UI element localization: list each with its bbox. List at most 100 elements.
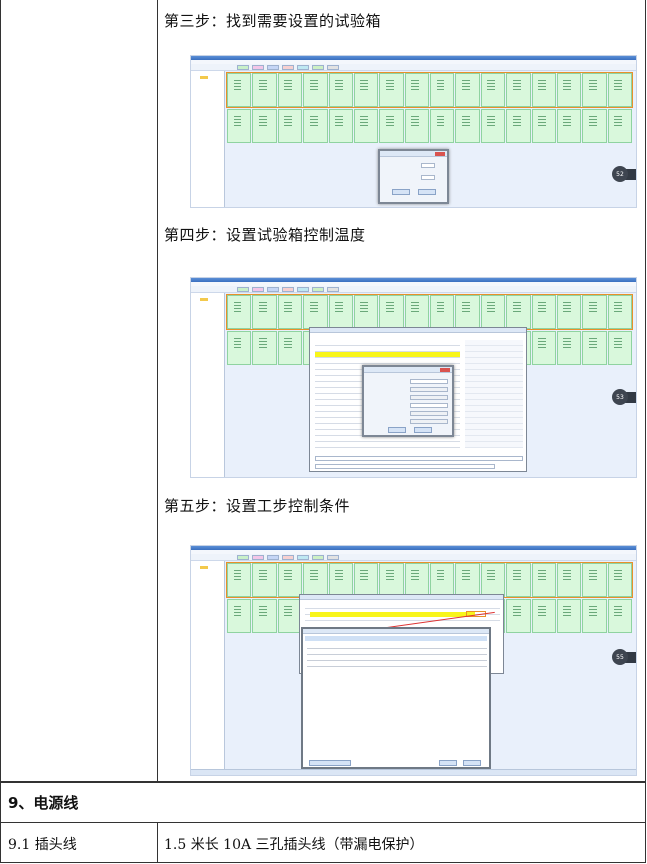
chamber-cell[interactable] — [227, 599, 252, 633]
chamber-cell[interactable] — [607, 109, 632, 143]
chamber-cell[interactable] — [277, 563, 303, 597]
chamber-cell[interactable] — [252, 73, 277, 107]
chamber-cell[interactable] — [430, 109, 455, 143]
chamber-cell[interactable] — [506, 109, 531, 143]
confirm-button[interactable] — [439, 760, 457, 766]
chamber-cell[interactable] — [379, 563, 404, 597]
toolbar-button[interactable] — [327, 555, 339, 560]
chamber-cell[interactable] — [531, 295, 556, 329]
chamber-cell[interactable] — [582, 599, 607, 633]
chamber-cell[interactable] — [404, 109, 429, 143]
chamber-cell[interactable] — [506, 599, 531, 633]
chamber-cell[interactable] — [556, 563, 582, 597]
chamber-cell[interactable] — [430, 295, 455, 329]
toolbar-button[interactable] — [282, 555, 294, 560]
chamber-cell[interactable] — [252, 599, 277, 633]
chamber-cell[interactable] — [252, 295, 277, 329]
chamber-cell[interactable] — [607, 73, 632, 107]
chamber-cell[interactable] — [556, 599, 582, 633]
toolbar-button[interactable] — [237, 65, 249, 70]
toolbar-button[interactable] — [282, 287, 294, 292]
chamber-cell[interactable] — [252, 331, 277, 365]
control-type-select[interactable] — [410, 379, 448, 384]
chamber-cell[interactable] — [227, 331, 252, 365]
bottom-field[interactable] — [315, 456, 523, 461]
toolbar-button[interactable] — [267, 65, 279, 70]
chamber-cell[interactable] — [582, 109, 607, 143]
selected-step-row[interactable] — [315, 352, 460, 357]
confirm-button[interactable] — [388, 427, 406, 433]
chamber-cell[interactable] — [252, 563, 277, 597]
chamber-cell[interactable] — [582, 295, 607, 329]
chamber-cell[interactable] — [455, 73, 480, 107]
chamber-cell[interactable] — [582, 563, 607, 597]
chamber-cell[interactable] — [506, 563, 531, 597]
toolbar-button[interactable] — [297, 65, 309, 70]
selected-step-row[interactable] — [310, 612, 475, 617]
chamber-cell[interactable] — [455, 109, 480, 143]
temperature-input[interactable] — [410, 403, 448, 408]
chamber-cell[interactable] — [227, 295, 252, 329]
menu-bar[interactable] — [191, 60, 636, 64]
chamber-cell[interactable] — [582, 73, 607, 107]
toolbar-button[interactable] — [237, 555, 249, 560]
chamber-cell[interactable] — [582, 331, 607, 365]
device-tree[interactable] — [191, 561, 225, 775]
chamber-cell[interactable] — [404, 73, 429, 107]
menu-bar[interactable] — [191, 282, 636, 286]
toolbar-button[interactable] — [312, 287, 324, 292]
chamber-cell[interactable] — [607, 599, 632, 633]
cancel-button[interactable] — [418, 189, 436, 195]
chamber-cell[interactable] — [404, 563, 429, 597]
device-tree[interactable] — [191, 293, 225, 477]
chamber-cell[interactable] — [303, 109, 328, 143]
chamber-cell[interactable] — [353, 109, 379, 143]
toolbar-button[interactable] — [282, 65, 294, 70]
toolbar-button[interactable] — [312, 65, 324, 70]
chamber-cell[interactable] — [328, 73, 353, 107]
chamber-cell[interactable] — [303, 73, 328, 107]
chamber-cell[interactable] — [227, 563, 252, 597]
chamber-cell[interactable] — [303, 563, 328, 597]
chamber-cell[interactable] — [353, 73, 379, 107]
toolbar-button[interactable] — [327, 65, 339, 70]
confirm-button[interactable] — [392, 189, 410, 195]
chamber-cell[interactable] — [328, 109, 353, 143]
chamber-cell[interactable] — [531, 599, 556, 633]
chamber-cell[interactable] — [404, 295, 429, 329]
chamber-cell[interactable] — [303, 295, 328, 329]
chamber-cell[interactable] — [480, 563, 506, 597]
toolbar-button[interactable] — [312, 555, 324, 560]
chamber-cell[interactable] — [328, 295, 353, 329]
chamber-cell[interactable] — [379, 73, 404, 107]
chamber-cell[interactable] — [379, 109, 404, 143]
chamber-cell[interactable] — [277, 331, 303, 365]
chamber-cell[interactable] — [455, 563, 480, 597]
toolbar-button[interactable] — [267, 555, 279, 560]
chamber-cell[interactable] — [531, 73, 556, 107]
chamber-cell[interactable] — [455, 295, 480, 329]
chamber-cell[interactable] — [607, 563, 632, 597]
chamber-cell[interactable] — [227, 73, 252, 107]
cancel-button[interactable] — [414, 427, 432, 433]
cancel-button[interactable] — [463, 760, 481, 766]
toolbar-button[interactable] — [252, 287, 264, 292]
toolbar-button[interactable] — [252, 65, 264, 70]
toolbar-button[interactable] — [267, 287, 279, 292]
note-field[interactable] — [315, 464, 495, 469]
chamber-cell[interactable] — [531, 563, 556, 597]
chamber-cell[interactable] — [328, 563, 353, 597]
chamber-cell[interactable] — [556, 73, 582, 107]
chamber-cell[interactable] — [607, 331, 632, 365]
chamber-cell[interactable] — [531, 109, 556, 143]
chamber-cell[interactable] — [277, 109, 303, 143]
chamber-cell[interactable] — [252, 109, 277, 143]
chamber-cell[interactable] — [430, 73, 455, 107]
chamber-cell[interactable] — [227, 109, 252, 143]
chamber-cell[interactable] — [556, 295, 582, 329]
chamber-cell[interactable] — [556, 109, 582, 143]
chamber-cell[interactable] — [506, 73, 531, 107]
device-tree[interactable] — [191, 71, 225, 207]
toolbar-button[interactable] — [327, 287, 339, 292]
chamber-number-field[interactable] — [421, 163, 435, 168]
